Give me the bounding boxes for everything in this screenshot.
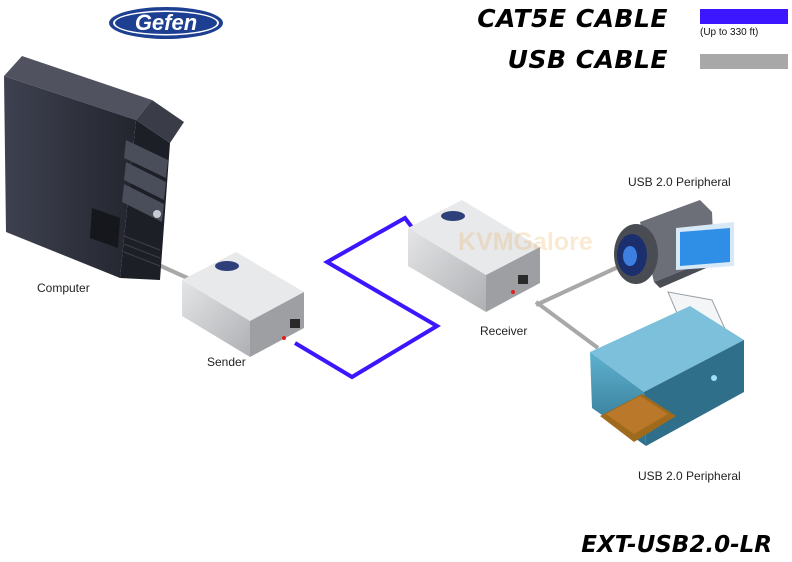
gefen-logo-text: Gefen: [134, 10, 198, 35]
sender-unit: [182, 252, 304, 357]
printer: [590, 291, 744, 446]
receiver-unit: [408, 200, 540, 312]
gefen-logo: Gefen: [108, 6, 224, 40]
label-camera-peripheral: USB 2.0 Peripheral: [628, 175, 731, 189]
computer-tower: [4, 56, 184, 280]
gefen-logo-mark: [109, 7, 223, 39]
usb-cable-receiver-camera: [535, 265, 619, 307]
usb-cable-receiver-printer: [534, 300, 600, 350]
watermark: KVMGalore: [458, 228, 593, 256]
label-computer: Computer: [37, 281, 90, 295]
camcorder: [614, 200, 734, 288]
cat5e-cable: [293, 215, 441, 380]
legend-cat5e-label: CAT5E CABLE: [477, 4, 668, 33]
model-number: EXT-USB2.0-LR: [581, 532, 772, 558]
label-printer-peripheral: USB 2.0 Peripheral: [638, 469, 741, 483]
legend-usb-label: USB CABLE: [507, 45, 668, 74]
legend-cat5e-swatch: [700, 9, 788, 24]
label-receiver: Receiver: [480, 324, 527, 338]
label-sender: Sender: [207, 355, 246, 369]
legend-cat5e-note: (Up to 330 ft): [700, 27, 759, 38]
legend-usb-swatch: [700, 54, 788, 69]
